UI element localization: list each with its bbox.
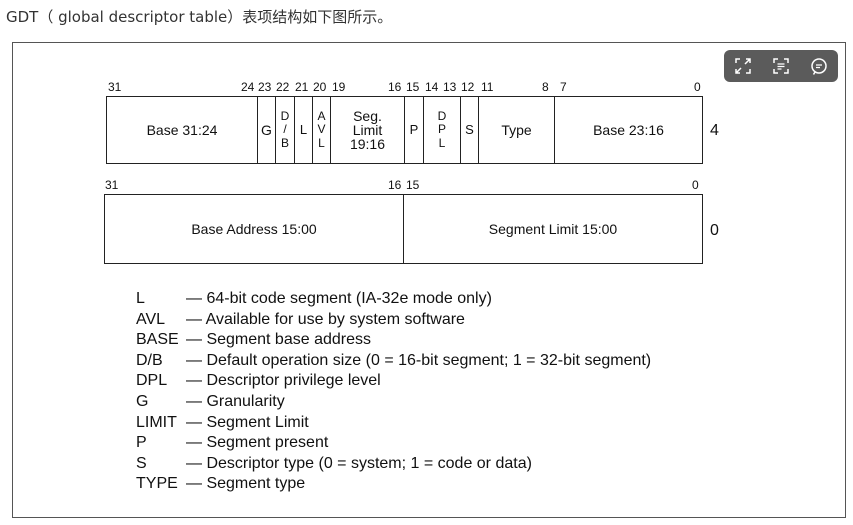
bit-number: 24 [241,80,255,94]
legend-description: — Default operation size (0 = 16-bit seg… [186,351,652,369]
bit-number: 20 [313,80,327,94]
dword-offset-label: 4 [710,122,719,139]
legend-description: — Descriptor privilege level [186,372,381,390]
field-label: Base Address 15:00 [191,220,317,237]
field-segment-limit-15-00: Segment Limit 15:00 [404,195,702,263]
fullscreen-button[interactable] [728,53,758,79]
field-label: L [299,122,308,138]
field-label: B [280,135,289,150]
bit-number: 23 [258,80,272,94]
field-label: Seg. [353,108,382,124]
bit-number: 31 [108,80,122,94]
field-base-23-16: Base 23:16 [555,97,702,163]
bit-number: 12 [461,80,475,94]
field-db: D / B [276,97,295,163]
field-label: P [437,122,446,137]
legend-term: L [136,290,145,307]
legend-description: — 64-bit code segment (IA-32e mode only) [186,290,492,307]
bit-number: 14 [425,80,439,94]
bit-number: 15 [406,178,420,192]
legend-term: DPL [136,372,168,390]
legend-description: — Available for use by system software [186,310,465,328]
field-g: G [258,97,276,163]
field-label: V [317,122,326,137]
field-s: S [461,97,479,163]
legend-description: — Segment present [186,434,329,452]
legend-description: — Segment Limit [186,413,309,431]
field-base-address-15-00: Base Address 15:00 [105,195,404,263]
bit-number: 16 [388,178,402,192]
legend-description: — Segment type [186,475,306,493]
bit-number: 8 [542,80,549,94]
field-type: Type [479,97,555,163]
descriptor-high-dword: Base 31:24 G D / B L A V L Seg. Limit 19… [106,96,703,164]
field-label: S [465,122,474,138]
legend-term: LIMIT [136,413,177,431]
legend-term: G [136,392,149,410]
field-base-31-24: Base 31:24 [107,97,258,163]
legend-description: — Granularity [186,392,285,410]
bit-number: 0 [692,178,699,192]
bit-number: 22 [276,80,290,94]
legend-term: AVL [136,310,166,328]
legend-description: — Segment base address [186,331,371,349]
bit-number: 7 [560,80,567,94]
field-label: L [318,135,325,150]
legend-term: P [136,434,147,452]
field-label: A [317,109,326,124]
legend-description: — Descriptor type (0 = system; 1 = code … [186,454,532,472]
descriptor-low-dword: Base Address 15:00 Segment Limit 15:00 [104,194,703,264]
bit-number: 15 [406,80,420,94]
field-seg-limit-19-16: Seg. Limit 19:16 [331,97,405,163]
bit-number: 19 [332,80,346,94]
field-label: L [438,135,446,150]
bit-number: 31 [105,178,119,192]
field-p: P [405,97,424,163]
field-label: G [261,121,272,138]
bit-number: 13 [443,80,457,94]
dword-offset-label: 0 [710,222,719,239]
field-label: Base 31:24 [146,121,218,138]
ocr-text-icon [773,58,789,74]
image-toolbar [724,50,838,82]
fullscreen-icon [735,58,751,74]
field-label: Type [501,121,532,138]
legend-term: S [136,454,147,472]
bit-number: 16 [388,80,402,94]
bit-number: 0 [694,80,701,94]
bit-number: 11 [481,80,494,94]
field-label: Segment Limit 15:00 [488,220,618,237]
ocr-text-button[interactable] [766,53,796,79]
comment-icon [811,58,827,75]
field-label: / [283,122,287,137]
bit-number: 21 [295,80,309,94]
field-dpl: D P L [424,97,461,163]
field-avl: A V L [313,97,331,163]
field-label: D [280,109,290,124]
field-label: D [437,109,447,124]
legend-term: D/B [136,351,163,369]
article-heading: GDT（ global descriptor table）表项结构如下图所示。 [6,8,393,26]
field-label: Base 23:16 [593,121,664,138]
image-frame [12,42,846,518]
legend-term: TYPE [136,475,178,493]
field-label: 19:16 [349,136,386,152]
field-label: P [409,122,419,138]
legend-term: BASE [136,331,179,349]
comment-button[interactable] [804,53,834,79]
field-l: L [295,97,313,163]
field-label: Limit [352,122,383,138]
